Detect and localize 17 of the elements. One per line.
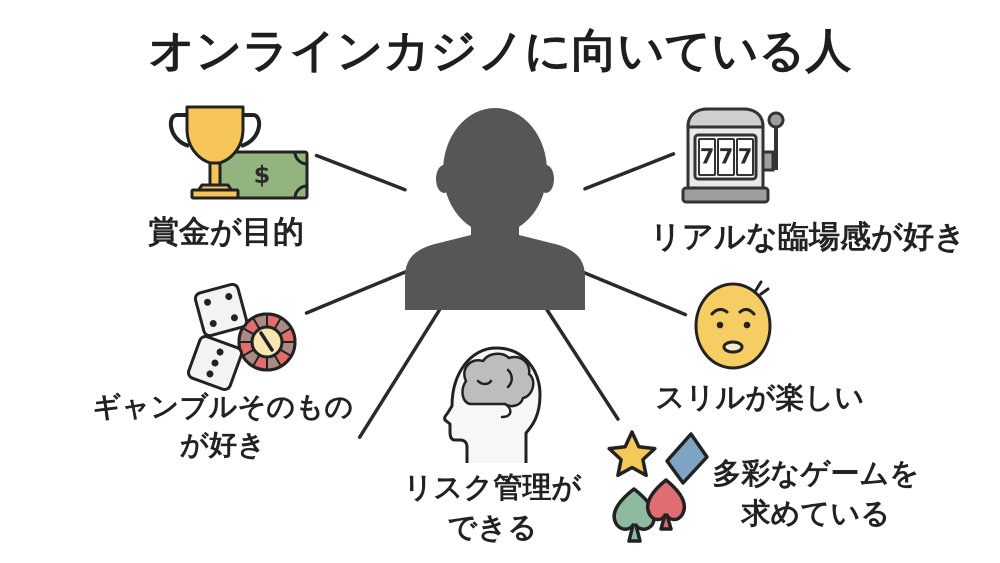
item-label: リアルな臨場感が好き <box>649 218 967 257</box>
item-label: 多彩なゲームを求めている <box>712 455 920 532</box>
connector-line <box>545 308 620 421</box>
reel-symbol: 7 <box>738 146 752 168</box>
title: オンラインカジノに向いている人 <box>148 22 852 78</box>
connector-line <box>314 154 407 192</box>
connector-line <box>304 270 407 315</box>
connector-line <box>358 308 442 439</box>
reel-symbol: 7 <box>718 146 734 168</box>
item-label: スリルが楽しい <box>654 379 866 416</box>
item-label: リスク管理ができる <box>402 469 582 546</box>
item-label: ギャンブルそのものが好き <box>92 389 354 463</box>
reel-symbol: 7 <box>700 146 714 168</box>
item-label: 賞金が目的 <box>147 213 305 252</box>
connector-line <box>583 152 676 191</box>
currency-sign: $ <box>254 163 270 187</box>
connector-line <box>583 271 688 316</box>
